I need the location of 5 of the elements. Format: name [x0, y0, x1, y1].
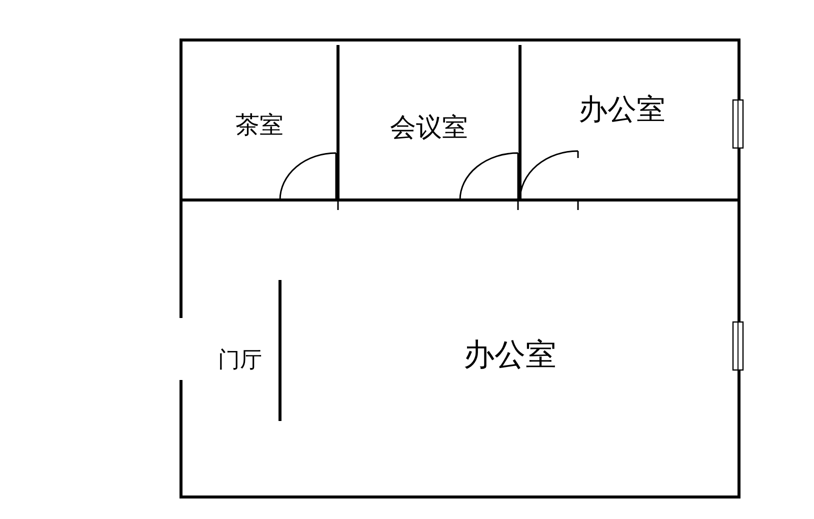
- room-label: 办公室: [464, 336, 556, 375]
- room-label: 茶室: [236, 110, 284, 141]
- room-label: 门厅: [218, 347, 262, 375]
- room-label: 会议室: [390, 112, 468, 145]
- room-label: 办公室: [578, 91, 666, 128]
